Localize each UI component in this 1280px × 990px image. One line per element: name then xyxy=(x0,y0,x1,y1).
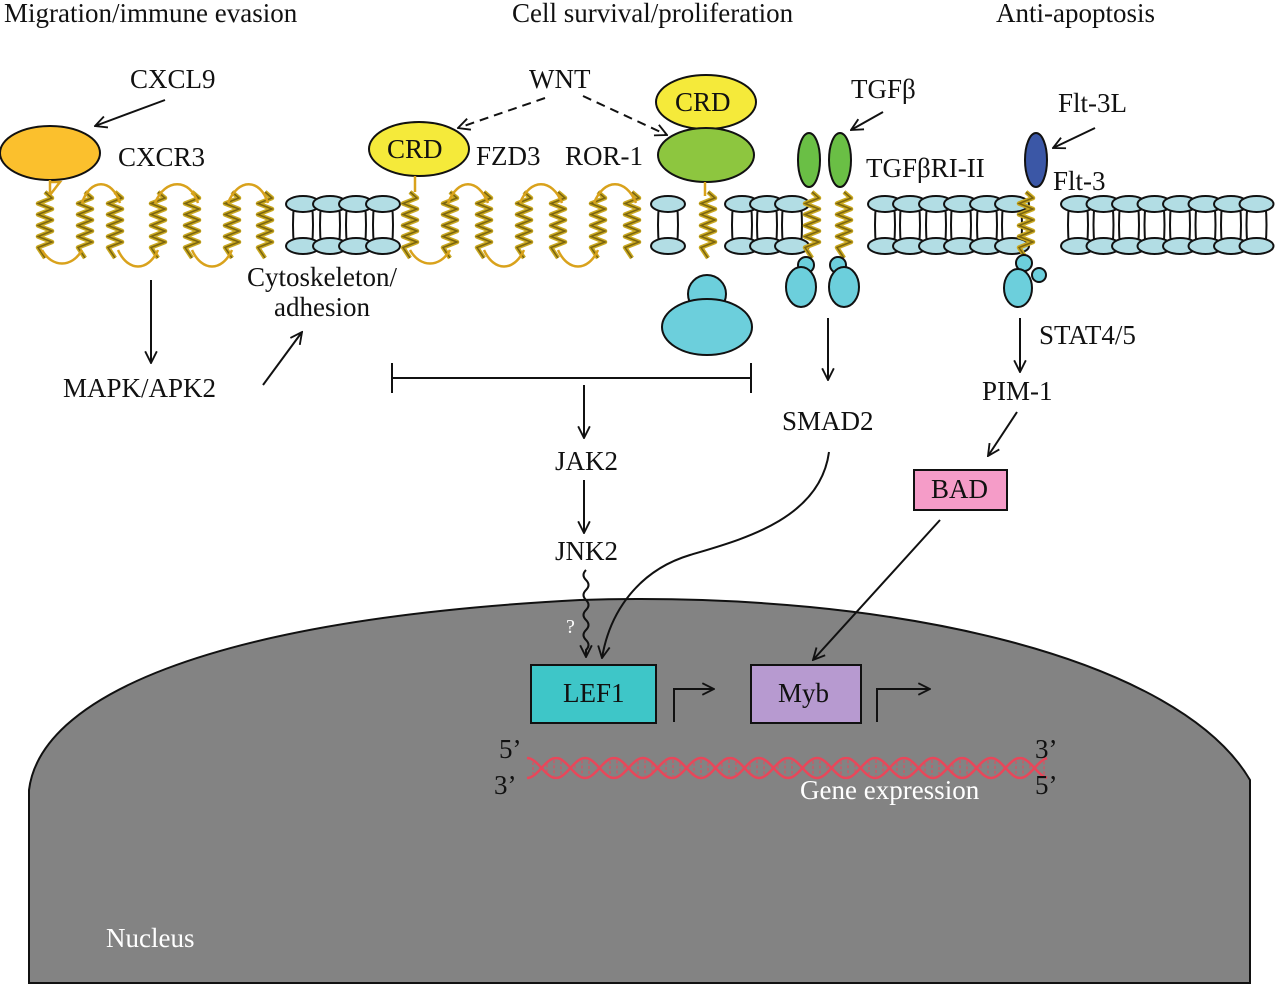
cytoskeleton-label-line2: adhesion xyxy=(274,292,370,322)
cxcl9-label: CXCL9 xyxy=(130,64,216,94)
fzd3-loops xyxy=(408,183,638,268)
flt3l-arrow xyxy=(1053,127,1096,148)
ror1-label: ROR-1 xyxy=(565,141,643,171)
tgfbr1-extracellular xyxy=(797,132,821,188)
lipid-bilayer-unit xyxy=(365,195,401,255)
flt3-adaptor-large xyxy=(1003,268,1033,308)
stat-label: STAT4/5 xyxy=(1039,320,1136,350)
flt3-label: Flt-3 xyxy=(1053,166,1106,196)
lipid-bilayer-unit xyxy=(1213,195,1249,255)
flt3-extracellular xyxy=(1024,132,1048,188)
myb-label: Myb xyxy=(778,678,829,708)
mapk-label: MAPK/APK2 xyxy=(63,373,216,403)
cxcr3-loops xyxy=(40,180,270,268)
lipid-bilayer-unit xyxy=(312,195,348,255)
wnt-label: WNT xyxy=(529,64,591,94)
tgfbr2-adaptor-large xyxy=(828,266,860,308)
dna-strand-top xyxy=(526,756,1048,780)
cell-membrane xyxy=(285,195,1275,255)
gene-expression-label: Gene expression xyxy=(800,775,980,805)
lipid-bilayer-unit xyxy=(1136,195,1173,255)
uncertain-mark: ? xyxy=(566,616,575,638)
lef1-label: LEF1 xyxy=(563,678,625,708)
header-cell-survival: Cell survival/proliferation xyxy=(512,0,794,28)
header-migration: Migration/immune evasion xyxy=(4,0,298,28)
mapk-cytoskeleton-arrow xyxy=(262,332,302,386)
ror1-crd-label: CRD xyxy=(675,87,731,117)
ror1-adaptor-large xyxy=(661,298,753,356)
bad-box xyxy=(913,469,1008,511)
smad2-label: SMAD2 xyxy=(782,406,874,436)
header-anti-apoptosis: Anti-apoptosis xyxy=(996,0,1155,28)
dna-strand-bottom xyxy=(526,756,1048,780)
jnk2-lef1-wavy-arrow xyxy=(584,569,589,657)
tgfbr1-adaptor-large xyxy=(785,266,817,308)
tgfbr-label: TGFβRI-II xyxy=(866,153,985,183)
wnt-ror1-arrow xyxy=(582,95,667,135)
lef1-promoter-arrow xyxy=(673,689,714,722)
tgfb-arrow xyxy=(851,111,884,130)
lipid-bilayer-unit xyxy=(285,195,321,255)
dna-double-helix xyxy=(526,756,1048,780)
lipid-bilayer-unit xyxy=(724,195,760,255)
dna-left-5prime: 5’ xyxy=(499,734,522,764)
myb-promoter-arrow xyxy=(876,689,930,722)
cxcr3-label: CXCR3 xyxy=(118,142,205,172)
jak2-label: JAK2 xyxy=(555,446,618,476)
transmembrane-helices xyxy=(35,190,1036,260)
nucleus-shape xyxy=(28,598,1251,984)
cytoskeleton-label-line1: Cytoskeleton/ xyxy=(247,262,397,292)
wnt-receptor-bracket xyxy=(391,363,752,393)
pim1-bad-arrow xyxy=(988,411,1018,456)
nucleus-label: Nucleus xyxy=(106,923,194,953)
lipid-bilayer-unit xyxy=(1085,195,1122,255)
flt3-adaptor-small-side xyxy=(1031,267,1047,283)
ror1-extracellular-domain xyxy=(657,127,755,183)
tgfbr2-extracellular xyxy=(828,132,852,188)
jnk2-label: JNK2 xyxy=(555,536,618,566)
lipid-bilayer-unit xyxy=(774,195,810,255)
fzd3-crd-label: CRD xyxy=(387,134,443,164)
bad-label: BAD xyxy=(931,474,988,504)
myb-box xyxy=(750,664,862,724)
bad-myb-arrow xyxy=(813,519,941,660)
dna-right-5prime: 5’ xyxy=(1035,770,1058,800)
dna-right-3prime: 3’ xyxy=(1035,734,1058,764)
cxcl9-arrow xyxy=(95,99,166,126)
fzd3-label: FZD3 xyxy=(476,141,541,171)
tgfb-label: TGFβ xyxy=(851,74,916,104)
lipid-bilayer-unit xyxy=(1238,195,1275,255)
fzd3-crd xyxy=(368,121,470,177)
pim1-label: PIM-1 xyxy=(982,376,1053,406)
lipid-bilayer-unit xyxy=(650,195,686,255)
lef1-box xyxy=(530,664,657,724)
lipid-bilayer-unit xyxy=(749,195,785,255)
cxcr3-ligand-domain xyxy=(0,125,101,181)
wnt-fzd3-arrow xyxy=(458,97,546,128)
smad2-lef1-arrow xyxy=(602,451,830,658)
flt3l-label: Flt-3L xyxy=(1058,88,1127,118)
dna-left-3prime: 3’ xyxy=(494,770,517,800)
